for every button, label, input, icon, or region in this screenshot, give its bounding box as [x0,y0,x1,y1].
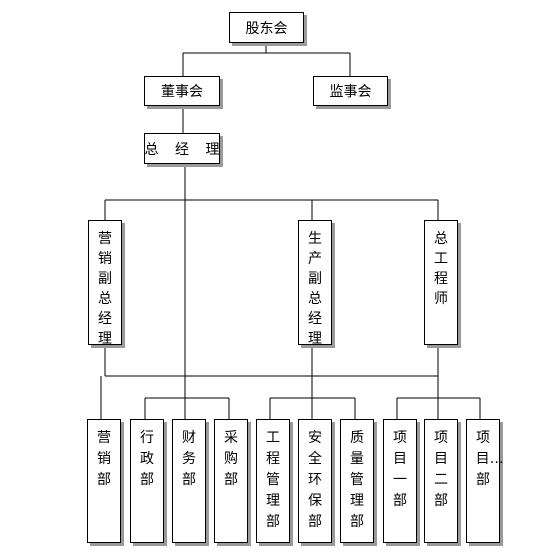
dept-admin-label: 行政部 [140,430,154,488]
supervisory-box: 监事会 [313,76,388,106]
chief-engineer-label: 总工程师 [434,231,448,307]
dept-safety: 安全环保部 [298,419,332,543]
dept-finance-label: 财务部 [182,430,196,488]
dept-project1: 项目一部 [383,419,417,543]
board-box: 董事会 [144,76,220,106]
dept-project1-label: 项目一部 [393,430,407,509]
dept-project-more-label: 项目…部 [475,430,504,488]
dept-engineering-label: 工程管理部 [266,430,280,530]
dept-project2: 项目二部 [424,419,458,543]
dept-admin: 行政部 [130,419,164,543]
general-manager-box: 总 经 理 [144,133,220,164]
dept-purchasing: 采购部 [214,419,248,543]
production-vp-label: 生产副总经理 [308,231,322,347]
shareholders-label: 股东会 [245,20,288,37]
dept-quality-label: 质量管理部 [350,430,364,530]
dept-safety-label: 安全环保部 [308,430,322,530]
shareholders-box: 股东会 [229,12,304,43]
supervisory-label: 监事会 [329,84,372,100]
marketing-vp-label: 营销副总经理 [98,231,112,347]
board-label: 董事会 [161,84,203,100]
dept-quality: 质量管理部 [340,419,374,543]
marketing-vp-box: 营销副总经理 [88,220,122,347]
dept-purchasing-label: 采购部 [224,430,238,488]
dept-project2-label: 项目二部 [434,430,448,509]
dept-project-more: 项目…部 [466,419,504,543]
dept-marketing: 营销部 [87,419,121,543]
chief-engineer-box: 总工程师 [424,220,458,345]
dept-marketing-label: 营销部 [97,430,111,488]
production-vp-box: 生产副总经理 [298,220,332,347]
general-manager-label: 总 经 理 [144,141,226,158]
dept-finance: 财务部 [172,419,206,543]
dept-engineering: 工程管理部 [256,419,290,543]
